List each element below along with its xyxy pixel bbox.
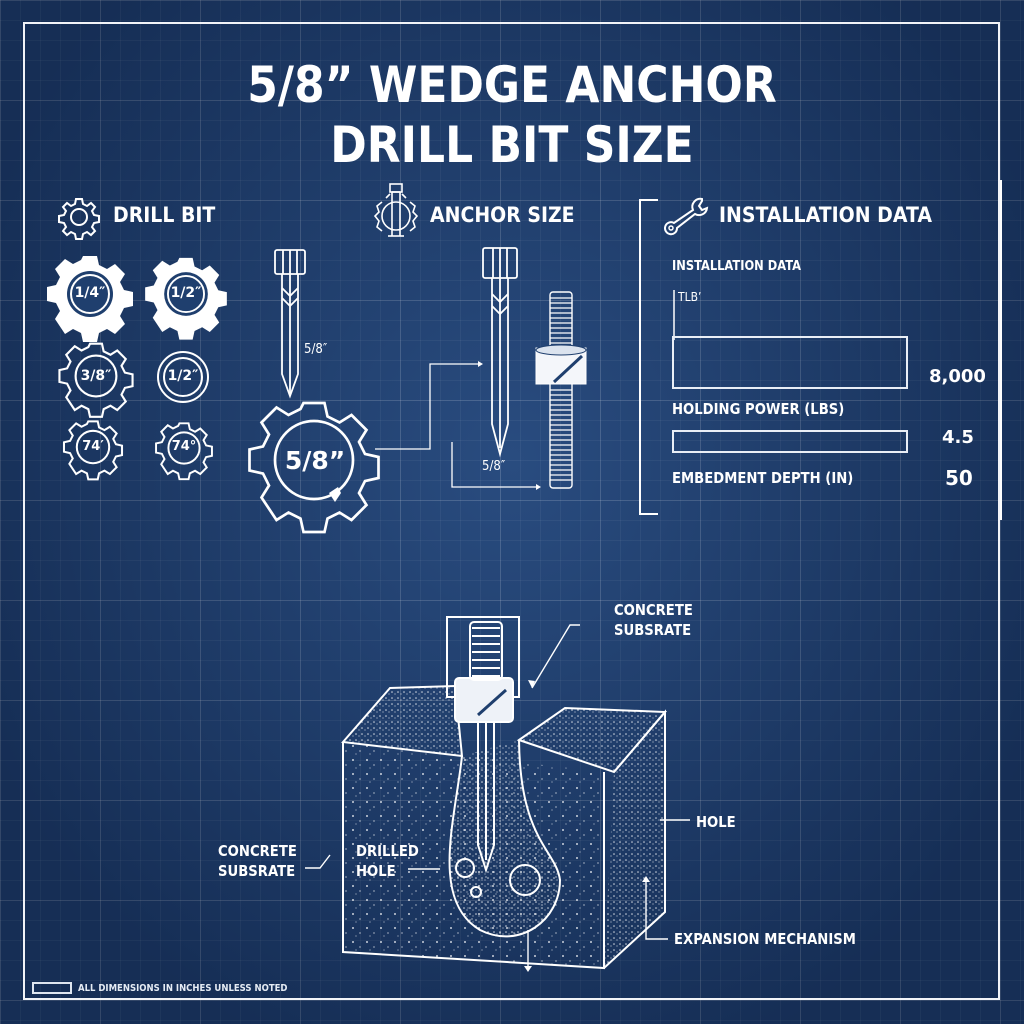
callout-top-line1: CONCRETE bbox=[614, 601, 693, 619]
blueprint-border bbox=[23, 22, 1000, 1000]
gear-5-8-icon bbox=[248, 401, 380, 534]
bolt-size-label: 5/8″ bbox=[482, 459, 506, 474]
callout-top-line2: SUBSRATE bbox=[614, 621, 692, 639]
gear-label: 74° bbox=[171, 439, 197, 454]
footnote: ALL DIMENSIONS IN INCHES UNLESS NOTED bbox=[78, 983, 288, 994]
gear-label: 1/2″ bbox=[170, 285, 202, 301]
title-line-1: 5/8” WEDGE ANCHOR bbox=[247, 56, 777, 114]
gear-1-2-icon bbox=[145, 257, 227, 340]
axis-label: TLB’ bbox=[678, 290, 702, 304]
extra-value: 50 bbox=[945, 466, 973, 490]
drill-bit-heading: DRILL BIT bbox=[113, 203, 216, 227]
bolt-size-label: 5/8″ bbox=[304, 342, 328, 357]
gear-74-icon bbox=[62, 420, 124, 481]
title-block-box bbox=[32, 982, 72, 994]
gear-label: 74′ bbox=[82, 439, 104, 454]
embedment-depth-value: 4.5 bbox=[942, 427, 974, 448]
gear-74-degree-icon bbox=[155, 422, 213, 481]
callout-drilled-line1: DRILLED bbox=[356, 842, 419, 860]
gear-label: 1/4″ bbox=[74, 285, 106, 301]
right-divider bbox=[1000, 180, 1002, 520]
title-line-2: DRILL BIT SIZE bbox=[330, 116, 694, 174]
gear-label: 3/8″ bbox=[80, 368, 112, 384]
installation-subheading: INSTALLATION DATA bbox=[672, 259, 801, 274]
installation-data-heading: INSTALLATION DATA bbox=[719, 203, 933, 227]
gear-3-8-icon bbox=[58, 342, 134, 418]
chart-axis bbox=[673, 290, 675, 340]
anchor-size-heading: ANCHOR SIZE bbox=[430, 203, 575, 227]
callout-hole: HOLE bbox=[696, 813, 736, 831]
page-title: 5/8” WEDGE ANCHOR DRILL BIT SIZE bbox=[61, 55, 962, 175]
anchor-gear-icon bbox=[373, 183, 419, 237]
wedge-bolt-icon bbox=[274, 249, 306, 399]
embedment-depth-bar bbox=[672, 430, 908, 453]
gear-1-4-icon bbox=[47, 256, 133, 342]
holding-power-value: 8,000 bbox=[929, 366, 986, 387]
holding-power-label: HOLDING POWER (LBS) bbox=[672, 400, 845, 418]
callout-expansion: EXPANSION MECHANISM bbox=[674, 930, 856, 948]
embedment-depth-label: EMBEDMENT DEPTH (IN) bbox=[672, 469, 854, 487]
callout-left-line1: CONCRETE bbox=[218, 842, 297, 860]
wedge-bolt-icon bbox=[482, 247, 518, 458]
section-bracket bbox=[639, 199, 658, 515]
callout-left: CONCRETE SUBSRATE bbox=[218, 841, 297, 881]
callout-left-line2: SUBSRATE bbox=[218, 862, 296, 880]
gear-icon bbox=[58, 198, 100, 240]
gear-ring-1-2-icon bbox=[157, 351, 209, 403]
wrench-icon bbox=[664, 197, 709, 236]
threaded-rod-icon bbox=[535, 291, 587, 489]
callout-drilled-hole: DRILLED HOLE bbox=[356, 841, 419, 881]
holding-power-bar bbox=[672, 336, 908, 389]
callout-top: CONCRETE SUBSRATE bbox=[614, 600, 693, 640]
gear-label: 1/2″ bbox=[167, 368, 199, 384]
callout-drilled-line2: HOLE bbox=[356, 862, 396, 880]
big-gear-label: 5/8” bbox=[284, 446, 346, 475]
